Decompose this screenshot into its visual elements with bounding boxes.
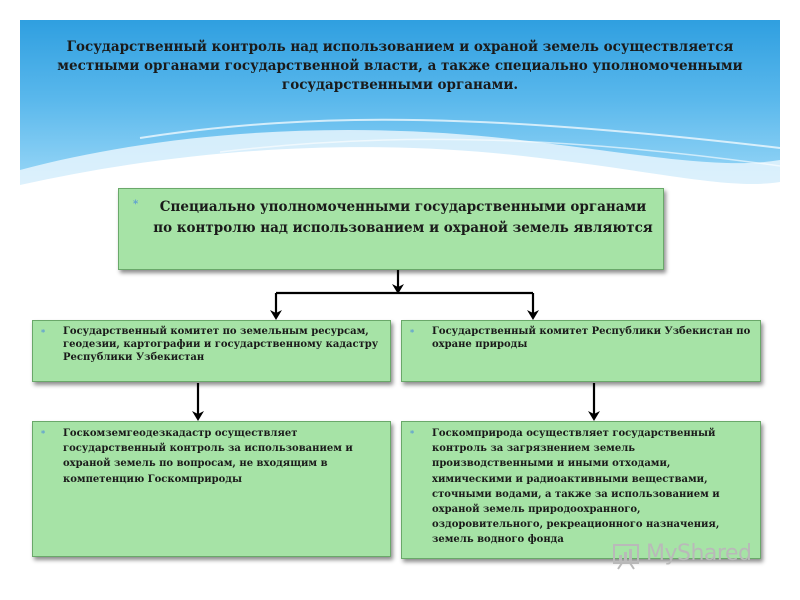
box-nature-control-text: Госкомприрода осуществляет государственн…: [432, 428, 720, 546]
box-nature-committee-text: Государственный комитет Республики Узбек…: [432, 326, 751, 350]
bullet-icon: *: [410, 428, 415, 438]
box-nature-committee: * Государственный комитет Республики Узб…: [401, 320, 761, 382]
bullet-icon: *: [41, 428, 46, 438]
arrow-head-left-bottom: [192, 411, 204, 421]
slide-title: Государственный контроль над использован…: [57, 39, 743, 93]
box-land-control-text: Госкомземгеодезкадастр осуществляет госу…: [63, 428, 353, 485]
watermark-text: MyShared: [646, 541, 752, 566]
box-land-committee: * Государственный комитет по земельным р…: [32, 320, 391, 382]
bullet-icon: *: [133, 199, 139, 210]
arrow-head-right-top: [527, 310, 539, 320]
arrow-head-left-top: [270, 310, 282, 320]
arrow-head-main: [392, 284, 404, 294]
watermark-logo-icon: [613, 544, 639, 570]
bullet-icon: *: [41, 327, 46, 337]
arrow-head-right-bottom: [588, 411, 600, 421]
box-land-committee-text: Государственный комитет по земельным рес…: [63, 326, 379, 363]
box-land-control: * Госкомземгеодезкадастр осуществляет го…: [32, 421, 391, 557]
box-nature-control: * Госкомприрода осуществляет государстве…: [401, 421, 761, 559]
main-box-text: Специально уполномоченными государственн…: [153, 199, 653, 236]
bullet-icon: *: [410, 327, 415, 337]
main-box: * Специально уполномоченными государстве…: [118, 188, 664, 270]
